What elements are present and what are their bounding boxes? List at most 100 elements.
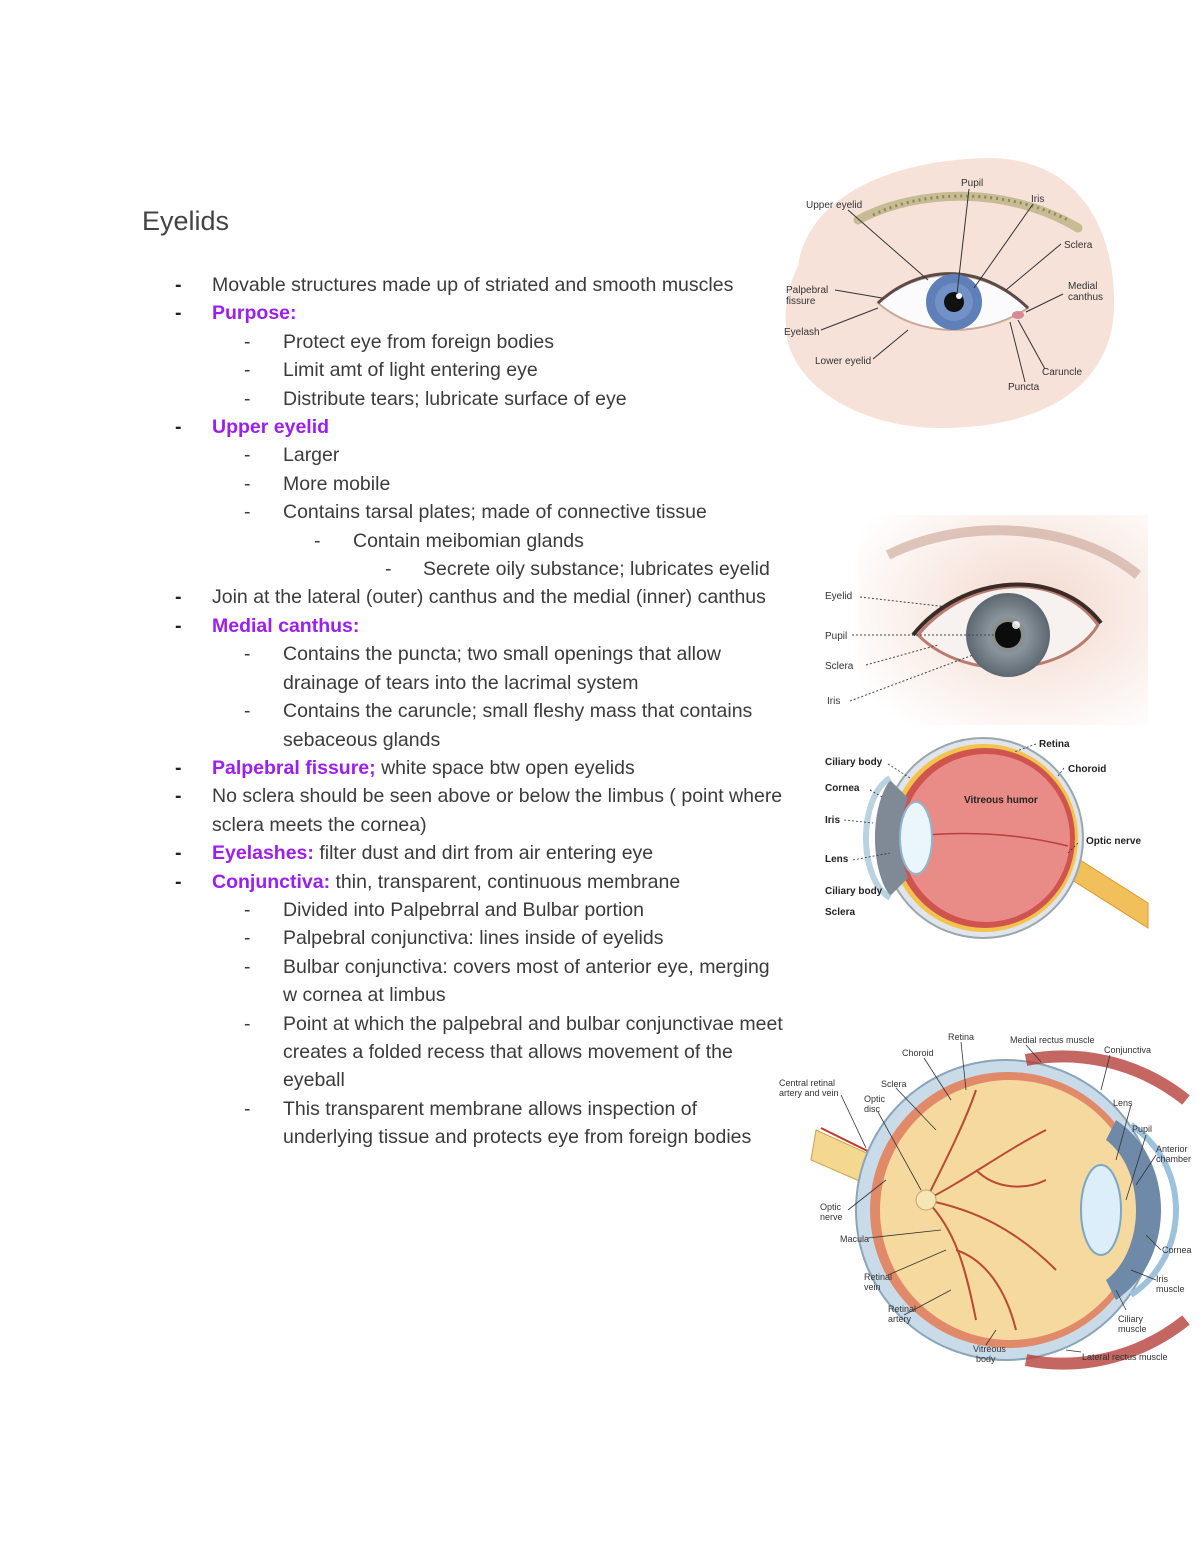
label-upper-eyelid: Upper eyelid — [806, 200, 862, 211]
label-iris: Iris — [1031, 194, 1044, 205]
label-ciliary-muscle-2: muscle — [1118, 1324, 1147, 1334]
list-item: -More mobile — [142, 470, 787, 498]
lid-crease — [885, 525, 1142, 579]
list-item-conjunctiva: -Conjunctiva: thin, transparent, continu… — [142, 868, 787, 896]
label-ciliary-body-bottom: Ciliary body — [825, 886, 883, 897]
label-lens: Lens — [825, 854, 849, 865]
eyebrow — [853, 191, 1083, 233]
bullet-dash: - — [244, 955, 251, 978]
label-optic-nerve-2: nerve — [820, 1212, 843, 1222]
list-item: -Movable structures made up of striated … — [142, 271, 787, 299]
leader-lines — [849, 596, 995, 702]
eyeball-anatomy-diagram: Retina Medial rectus muscle Choroid Conj… — [779, 1032, 1192, 1370]
medial-rectus-shape — [1024, 1050, 1190, 1105]
label-optic-disc-2: disc — [864, 1104, 881, 1114]
list-item: -Divided into Palpebrral and Bulbar port… — [142, 896, 787, 924]
bullet-dash: - — [175, 870, 182, 893]
label-optic-nerve: Optic nerve — [1086, 836, 1141, 847]
label-medial-rectus-muscle: Medial rectus muscle — [1010, 1035, 1095, 1045]
bullet-dash: - — [244, 444, 251, 467]
label-optic-disc-1: Optic — [864, 1094, 886, 1104]
bullet-dash: - — [175, 614, 182, 637]
eyelashes-heading: Eyelashes: — [212, 842, 314, 865]
list-item: -Join at the lateral (outer) canthus and… — [142, 583, 787, 611]
bullet-dash: - — [175, 586, 182, 609]
label-lateral-rectus-muscle: Lateral rectus muscle — [1082, 1352, 1168, 1362]
label-sclera: Sclera — [825, 661, 854, 672]
lens-shape — [899, 801, 933, 875]
label-iris: Iris — [827, 696, 840, 707]
list-item: -Contains the caruncle; small fleshy mas… — [142, 697, 787, 754]
label-central-retinal-2: artery and vein — [779, 1088, 839, 1098]
eye-highlight — [956, 293, 962, 299]
label-lens: Lens — [1113, 1098, 1133, 1108]
label-sclera: Sclera — [881, 1079, 907, 1089]
list-item: -Limit amt of light entering eye — [142, 356, 787, 384]
label-palpebral-fissure-1: Palpebral — [786, 285, 828, 296]
label-conjunctiva: Conjunctiva — [1104, 1045, 1151, 1055]
iris-shape — [875, 780, 908, 896]
lens-shape — [1080, 1164, 1122, 1256]
bullet-dash: - — [244, 1097, 251, 1120]
list-item: -Contains the puncta; two small openings… — [142, 640, 787, 697]
upper-lash-line — [911, 582, 1103, 637]
label-pupil: Pupil — [961, 178, 983, 189]
eye-highlight — [1012, 621, 1020, 629]
bullet-dash: - — [175, 416, 182, 439]
bullet-dash: - — [244, 330, 251, 353]
retinal-vessels — [925, 1089, 1057, 1331]
label-ciliary-muscle-1: Ciliary — [1118, 1314, 1144, 1324]
list-item: -Larger — [142, 441, 787, 469]
external-eye-diagram: Pupil Iris Upper eyelid Sclera Palpebral… — [784, 158, 1115, 429]
leader-lines — [820, 188, 1064, 383]
iris-shape — [1106, 1120, 1161, 1300]
label-lower-eyelid: Lower eyelid — [815, 356, 871, 367]
list-item: -Secrete oily substance; lubricates eyel… — [142, 555, 787, 583]
bullet-dash: - — [175, 274, 182, 296]
label-macula: Macula — [840, 1234, 869, 1244]
list-item: -Distribute tears; lubricate surface of … — [142, 385, 787, 413]
bullet-dash: - — [175, 756, 182, 779]
label-anterior-chamber-1: Anterior — [1156, 1144, 1188, 1154]
list-item: -Contain meibomian glands — [142, 527, 787, 555]
eye-photo-diagram: Eyelid Pupil Sclera Iris — [825, 515, 1148, 725]
purpose-heading: Purpose: — [212, 302, 297, 325]
label-puncta: Puncta — [1008, 382, 1040, 393]
caruncle-shape — [1012, 311, 1024, 319]
bullet-dash: - — [244, 898, 251, 921]
label-vitreous-body-1: Vitreous — [973, 1344, 1006, 1354]
palpebral-fissure-heading: Palpebral fissure; — [212, 756, 376, 779]
list-item: -Bulbar conjunctiva: covers most of ante… — [142, 953, 787, 1010]
label-retina: Retina — [1039, 739, 1070, 750]
label-sclera: Sclera — [825, 907, 855, 918]
bullet-dash: - — [175, 842, 182, 865]
cornea-shape — [863, 775, 892, 901]
label-palpebral-fissure-2: fissure — [786, 296, 816, 307]
label-medial-canthus-2: canthus — [1068, 292, 1103, 303]
label-retinal-artery-1: Retinal — [888, 1304, 916, 1314]
bullet-dash: - — [244, 1012, 251, 1035]
label-retinal-vein-2: vein — [864, 1282, 881, 1292]
optic-disc-shape — [915, 1189, 937, 1211]
upper-lid-margin — [876, 272, 1030, 310]
bullet-dash: - — [244, 472, 251, 495]
label-choroid: Choroid — [1068, 764, 1106, 775]
label-retina: Retina — [948, 1032, 974, 1042]
label-cornea: Cornea — [1162, 1245, 1192, 1255]
list-item: -No sclera should be seen above or below… — [142, 782, 787, 839]
lateral-rectus-shape — [1024, 1315, 1190, 1370]
label-anterior-chamber-2: chamber — [1156, 1154, 1191, 1164]
list-item: -Palpebral conjunctiva: lines inside of … — [142, 924, 787, 952]
label-iris-muscle-2: muscle — [1156, 1284, 1185, 1294]
bullet-dash: - — [244, 643, 251, 666]
label-eyelid: Eyelid — [825, 591, 852, 602]
list-item: -This transparent membrane allows inspec… — [142, 1095, 787, 1152]
bullet-dash: - — [175, 785, 182, 808]
label-iris-muscle-1: Iris — [1156, 1274, 1168, 1284]
bullet-dash: - — [244, 501, 251, 524]
list-item-eyelashes: -Eyelashes: filter dust and dirt from ai… — [142, 839, 787, 867]
label-retinal-artery-2: artery — [888, 1314, 912, 1324]
label-eyelash: Eyelash — [784, 327, 820, 338]
bullet-dash: - — [244, 927, 251, 950]
bullet-dash: - — [385, 558, 392, 581]
